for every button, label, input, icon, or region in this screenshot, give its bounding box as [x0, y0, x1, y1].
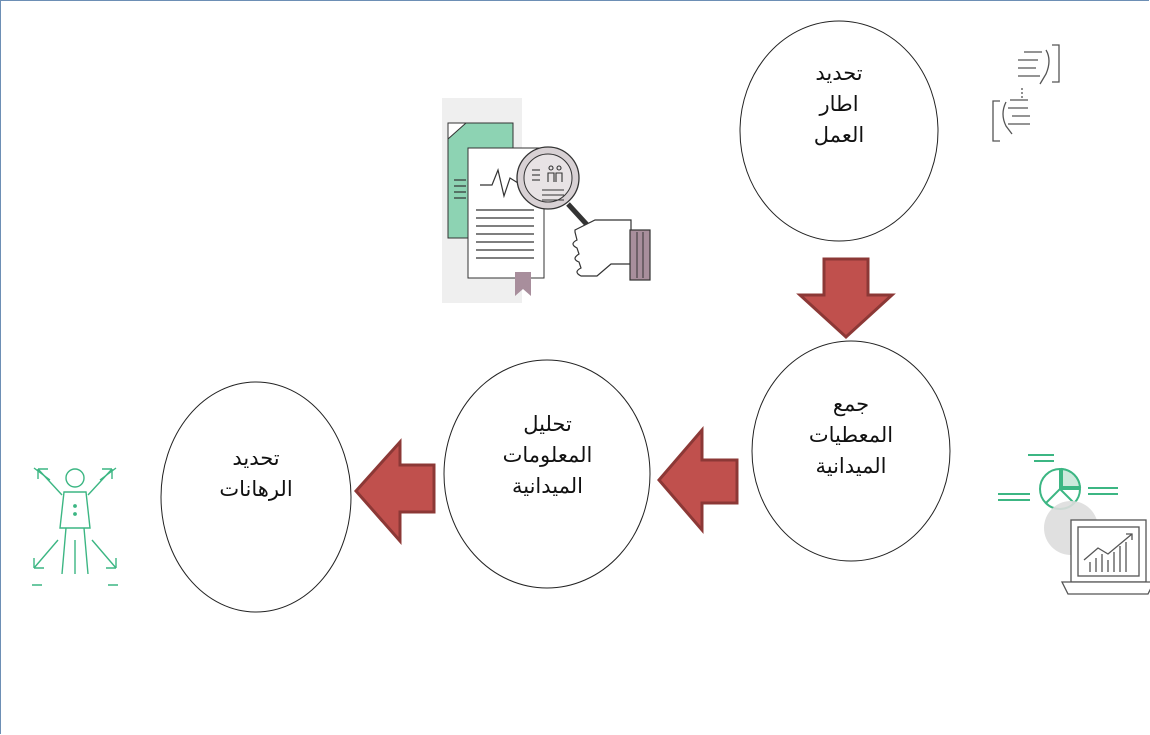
framing-hands-icon	[992, 44, 1060, 142]
step-3-line-3: الميدانية	[511, 474, 583, 498]
step-2-line-1: جمع	[832, 392, 870, 416]
step-3-line-1: تحليل	[523, 412, 572, 436]
step-3-line-2: المعلومات	[502, 443, 593, 467]
person-directions-icon	[32, 467, 118, 586]
step-1-line-1: تحديد	[815, 61, 863, 85]
step-3-label: تحليل المعلومات الميدانية	[480, 409, 615, 502]
step-1-line-3: العمل	[813, 123, 865, 147]
step-2-line-2: المعطيات	[808, 423, 894, 447]
step-2-label: جمع المعطيات الميدانية	[786, 389, 916, 482]
arrow-left-2	[353, 438, 436, 545]
step-4-line-2: الرهانات	[219, 477, 293, 501]
step-1-circle	[739, 20, 939, 242]
step-2-circle	[751, 340, 951, 562]
step-1-label: تحديد اطار العمل	[779, 58, 899, 151]
document-analysis-icon	[442, 98, 651, 303]
step-1-line-2: اطار	[819, 92, 859, 116]
step-2-line-3: الميدانية	[815, 454, 887, 478]
step-4-circle	[160, 381, 352, 613]
step-3-circle	[443, 359, 651, 589]
arrow-down	[796, 257, 896, 340]
laptop-analytics-icon	[998, 454, 1150, 595]
arrow-left-1	[657, 425, 739, 535]
step-4-line-1: تحديد	[232, 446, 280, 470]
step-4-label: تحديد الرهانات	[196, 443, 316, 505]
